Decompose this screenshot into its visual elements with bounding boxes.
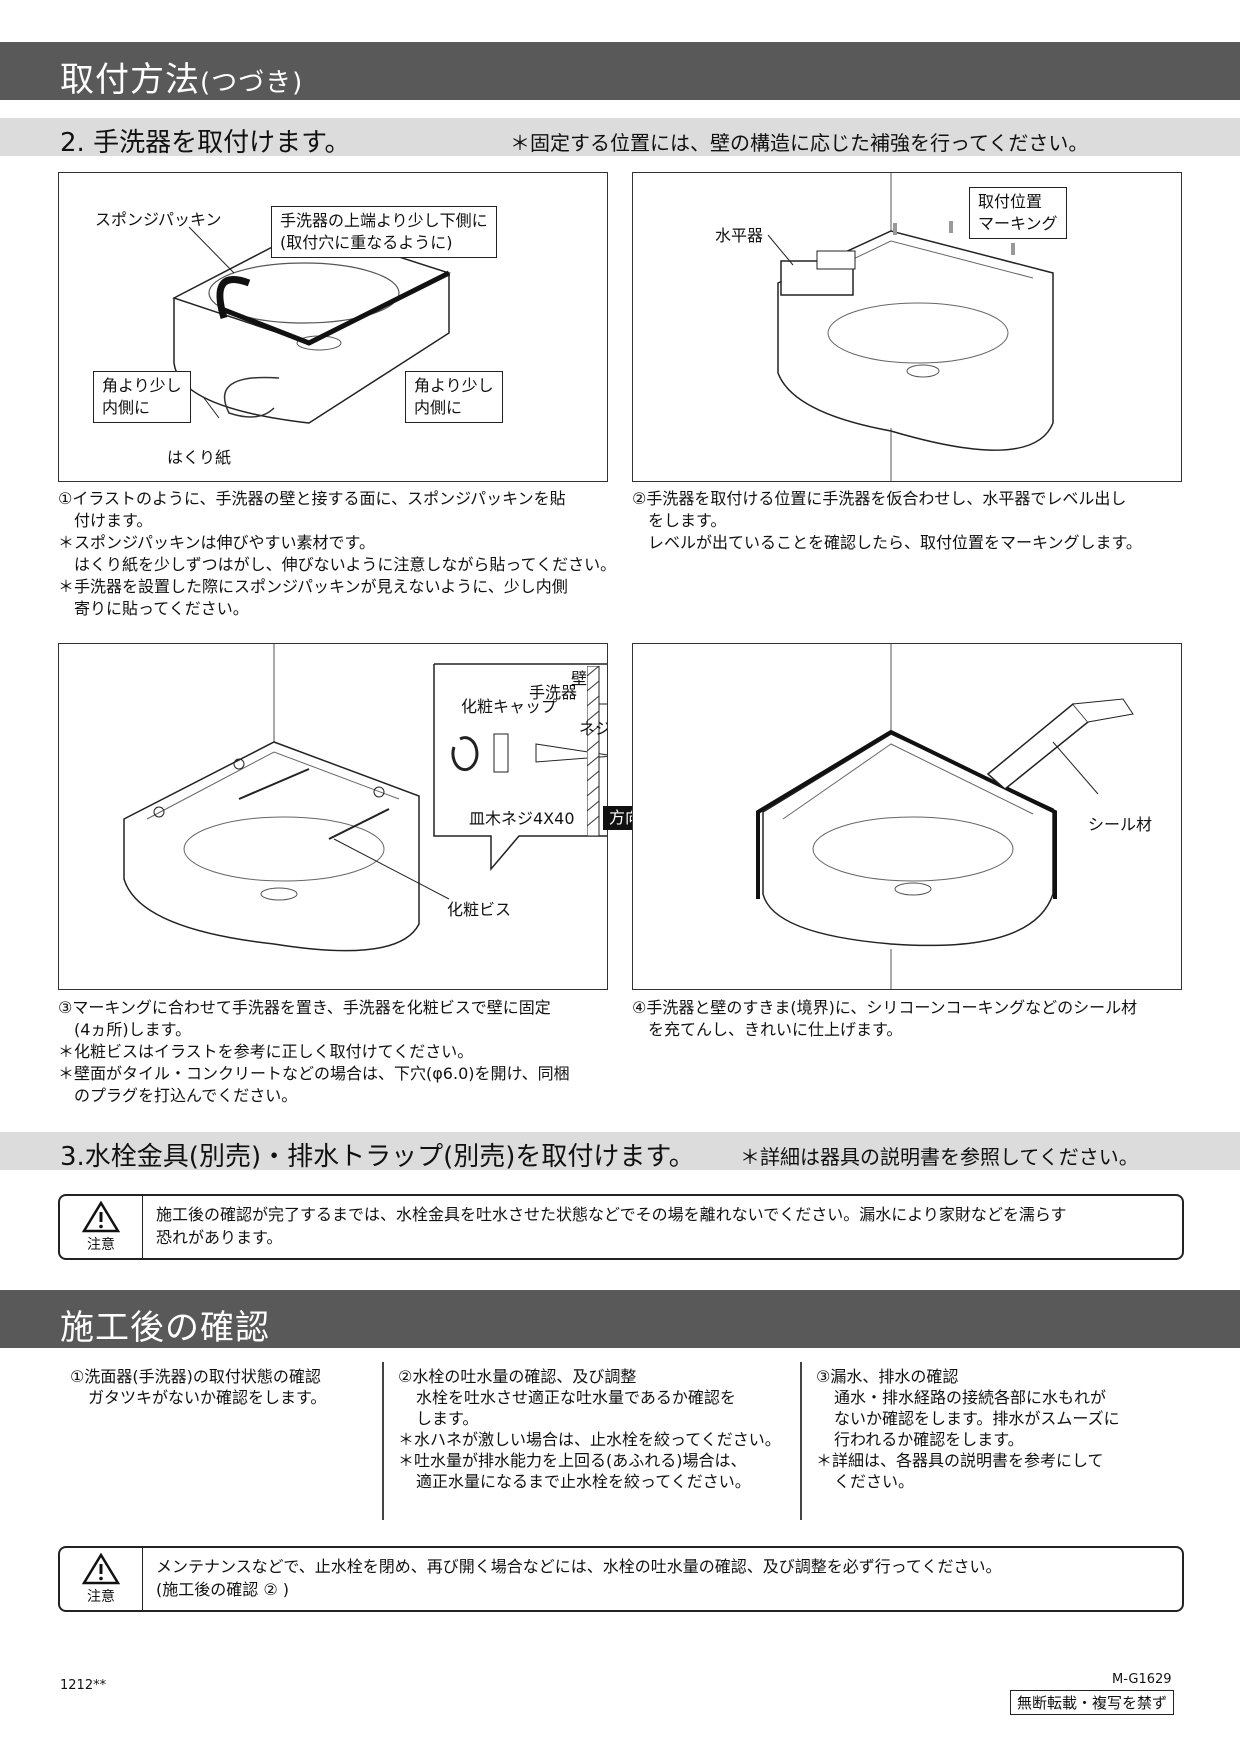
callout-marking: 取付位置 マーキング	[969, 187, 1067, 239]
check2-line3: します。	[416, 1409, 479, 1428]
label-sealant: シール材	[1088, 815, 1153, 834]
callout-right-line1: 角より少し	[414, 376, 494, 395]
caption1-line5: ＊手洗器を設置した際にスポンジパッキンが見えないように、少し内側	[58, 577, 568, 596]
label-sponge-packing: スポンジパッキン	[95, 210, 222, 229]
check-column-1: ①洗面器(手洗器)の取付状態の確認 ガタツキがないか確認をします。	[70, 1366, 370, 1408]
caption1-line3: ＊スポンジパッキンは伸びやすい素材です。	[58, 533, 375, 552]
caption1-line4: はくり紙を少しずつはがし、伸びないように注意しながら貼ってください。	[74, 555, 617, 574]
check2-line2: 水栓を吐水させ適正な吐水量であるか確認を	[416, 1388, 736, 1407]
check2-line4: ＊水ハネが激しい場合は、止水栓を絞ってください。	[398, 1430, 781, 1449]
caption2-line3: レベルが出ていることを確認したら、取付位置をマーキングします。	[648, 533, 1142, 552]
illustration-panel-1: スポンジパッキン 手洗器の上端より少し下側に (取付穴に重なるように) 角より少…	[58, 172, 608, 482]
banner-title-sub: (つづき)	[200, 68, 304, 98]
sealant-illustration	[756, 644, 1134, 989]
label-wall: 壁	[571, 669, 588, 688]
label-wood-screw: 皿木ネジ4X40	[469, 809, 575, 828]
caption1-line2: 付けます。	[74, 511, 153, 530]
callout-left-line2: 内側に	[102, 398, 151, 417]
check2-line5: ＊吐水量が排水能力を上回る(あふれる)場合は、	[398, 1451, 747, 1470]
check3-line3: ないか確認をします。排水がスムーズに	[834, 1409, 1120, 1428]
caption3-line1: ③マーキングに合わせて手洗器を置き、手洗器を化粧ビスで壁に固定	[58, 998, 551, 1017]
step2-note: ＊固定する位置には、壁の構造に応じた補強を行ってください。	[510, 131, 1089, 155]
illustration-panel-3: 化粧キャップ 手洗器 壁 ネジ付座金 皿木ネジ4X40 化粧ビス	[58, 643, 608, 990]
banner-title: 取付方法(つづき)	[60, 52, 303, 101]
caption-step3: ③マーキングに合わせて手洗器を置き、手洗器を化粧ビスで壁に固定 (4ヵ所)します…	[58, 997, 618, 1107]
caption3-line2: (4ヵ所)します。	[74, 1020, 192, 1039]
illustration-panel-2: 水平器 取付位置 マーキング	[632, 172, 1182, 482]
callout-top-edge: 手洗器の上端より少し下側に (取付穴に重なるように)	[271, 206, 497, 258]
check3-line4: 行われるか確認をします。	[834, 1430, 1024, 1449]
warning-icon	[82, 1553, 120, 1585]
step3-header: 3.水栓金具(別売)・排水トラップ(別売)を取付けます。 ＊詳細は器具の説明書を…	[0, 1132, 1240, 1172]
callout-top-line2: (取付穴に重なるように)	[280, 233, 453, 252]
label-decorative-bis: 化粧ビス	[447, 900, 512, 919]
caption3-line5: のプラグを打込んでください。	[74, 1086, 298, 1105]
check2-line1: ②水栓の吐水量の確認、及び調整	[398, 1367, 637, 1386]
label-basin: 手洗器	[529, 683, 578, 702]
caution1-line1: 施工後の確認が完了するまでは、水栓金具を吐水させた状態などでその場を離れないでく…	[156, 1205, 1067, 1224]
check-column-2: ②水栓の吐水量の確認、及び調整 水栓を吐水させ適正な吐水量であるか確認を します…	[398, 1366, 798, 1492]
check-column-3: ③漏水、排水の確認 通水・排水経路の接続各部に水もれが ないか確認をします。排水…	[816, 1366, 1186, 1492]
section-banner-installation: 取付方法(つづき)	[0, 42, 1240, 100]
label-screw-washer: ネジ付座金	[579, 719, 608, 738]
caution-box-1: 注意 施工後の確認が完了するまでは、水栓金具を吐水させた状態などでその場を離れな…	[58, 1194, 1184, 1260]
check1-line2: ガタツキがないか確認をします。	[88, 1388, 327, 1407]
label-decorative-cap: 化粧キャップ	[461, 697, 558, 716]
label-level: 水平器	[715, 226, 764, 245]
sponge-packing-illustration	[172, 226, 451, 424]
caption-step4: ④手洗器と壁のすきま(境界)に、シリコーンコーキングなどのシール材 を充てんし、…	[632, 997, 1192, 1041]
section-banner-post-check: 施工後の確認	[0, 1290, 1240, 1348]
check3-line2: 通水・排水経路の接続各部に水もれが	[834, 1388, 1107, 1407]
check3-line1: ③漏水、排水の確認	[816, 1367, 959, 1386]
illustration-panel-4: シール材	[632, 643, 1182, 990]
footer-lot-code: 1212**	[60, 1678, 107, 1693]
caution-icon-cell: 注意	[60, 1196, 143, 1258]
caution-word: 注意	[87, 1237, 115, 1253]
banner-title-main: 取付方法	[60, 60, 200, 100]
caption1-line1: ①イラストのように、手洗器の壁と接する面に、スポンジパッキンを貼	[58, 489, 566, 508]
callout-right-line2: 内側に	[414, 398, 463, 417]
check1-line1: ①洗面器(手洗器)の取付状態の確認	[70, 1367, 321, 1386]
caption2-line1: ②手洗器を取付ける位置に手洗器を仮合わせし、水平器でレベル出し	[632, 489, 1127, 508]
wall-hatch	[587, 666, 600, 837]
caution-icon-cell: 注意	[60, 1548, 143, 1610]
step3-note: ＊詳細は器具の説明書を参照してください。	[740, 1145, 1139, 1169]
leveling-illustration	[767, 173, 1054, 481]
callout-left-corner: 角より少し 内側に	[93, 371, 191, 423]
caution-text: メンテナンスなどで、止水栓を閉め、再び開く場合などには、水栓の吐水量の確認、及び…	[156, 1555, 1162, 1601]
banner2-title: 施工後の確認	[60, 1308, 270, 1348]
callout-marking-line1: 取付位置	[978, 192, 1043, 211]
caption-step2: ②手洗器を取付ける位置に手洗器を仮合わせし、水平器でレベル出し をします。 レベ…	[632, 488, 1192, 554]
callout-top-line1: 手洗器の上端より少し下側に	[280, 211, 488, 230]
caption3-line3: ＊化粧ビスはイラストを参考に正しく取付けてください。	[58, 1042, 474, 1061]
step2-header: 2. 手洗器を取付けます。 ＊固定する位置には、壁の構造に応じた補強を行ってくだ…	[0, 118, 1240, 158]
column-divider-1	[382, 1362, 384, 1520]
caption4-line1: ④手洗器と壁のすきま(境界)に、シリコーンコーキングなどのシール材	[632, 998, 1138, 1017]
caption4-line2: を充てんし、きれいに仕上げます。	[648, 1020, 903, 1039]
callout-right-corner: 角より少し 内側に	[405, 371, 503, 423]
step3-heading: 3.水栓金具(別売)・排水トラップ(別売)を取付けます。	[60, 1142, 695, 1172]
caption-step1: ①イラストのように、手洗器の壁と接する面に、スポンジパッキンを貼 付けます。 ＊…	[58, 488, 618, 620]
caution-box-2: 注意 メンテナンスなどで、止水栓を閉め、再び開く場合などには、水栓の吐水量の確認…	[58, 1546, 1184, 1612]
check2-line6: 適正水量になるまで止水栓を絞ってください。	[416, 1472, 751, 1491]
caution-word: 注意	[87, 1589, 115, 1605]
column-divider-2	[800, 1362, 802, 1520]
footer-copyright-notice: 無断転載・複写を禁ず	[1010, 1690, 1175, 1715]
caution2-line1: メンテナンスなどで、止水栓を閉め、再び開く場合などには、水栓の吐水量の確認、及び…	[156, 1557, 1002, 1576]
caution-text: 施工後の確認が完了するまでは、水栓金具を吐水させた状態などでその場を離れないでく…	[156, 1203, 1162, 1249]
warning-icon	[82, 1201, 120, 1233]
label-release-paper: はくり紙	[167, 448, 232, 467]
caption1-line6: 寄りに貼ってください。	[74, 599, 249, 618]
check3-line6: ください。	[834, 1472, 915, 1491]
caption2-line2: をします。	[648, 511, 727, 530]
callout-marking-line2: マーキング	[978, 214, 1058, 233]
footer-model-code: M-G1629	[1112, 1672, 1172, 1687]
caption3-line4: ＊壁面がタイル・コンクリートなどの場合は、下穴(φ6.0)を開け、同梱	[58, 1064, 570, 1083]
callout-left-line1: 角より少し	[102, 376, 182, 395]
step2-heading: 2. 手洗器を取付けます。	[60, 128, 351, 158]
screw-mounting-illustration	[123, 644, 607, 952]
check3-line5: ＊詳細は、各器具の説明書を参考にして	[816, 1451, 1104, 1470]
caution2-line2: (施工後の確認 ② )	[156, 1580, 290, 1599]
caution1-line2: 恐れがあります。	[156, 1228, 283, 1247]
